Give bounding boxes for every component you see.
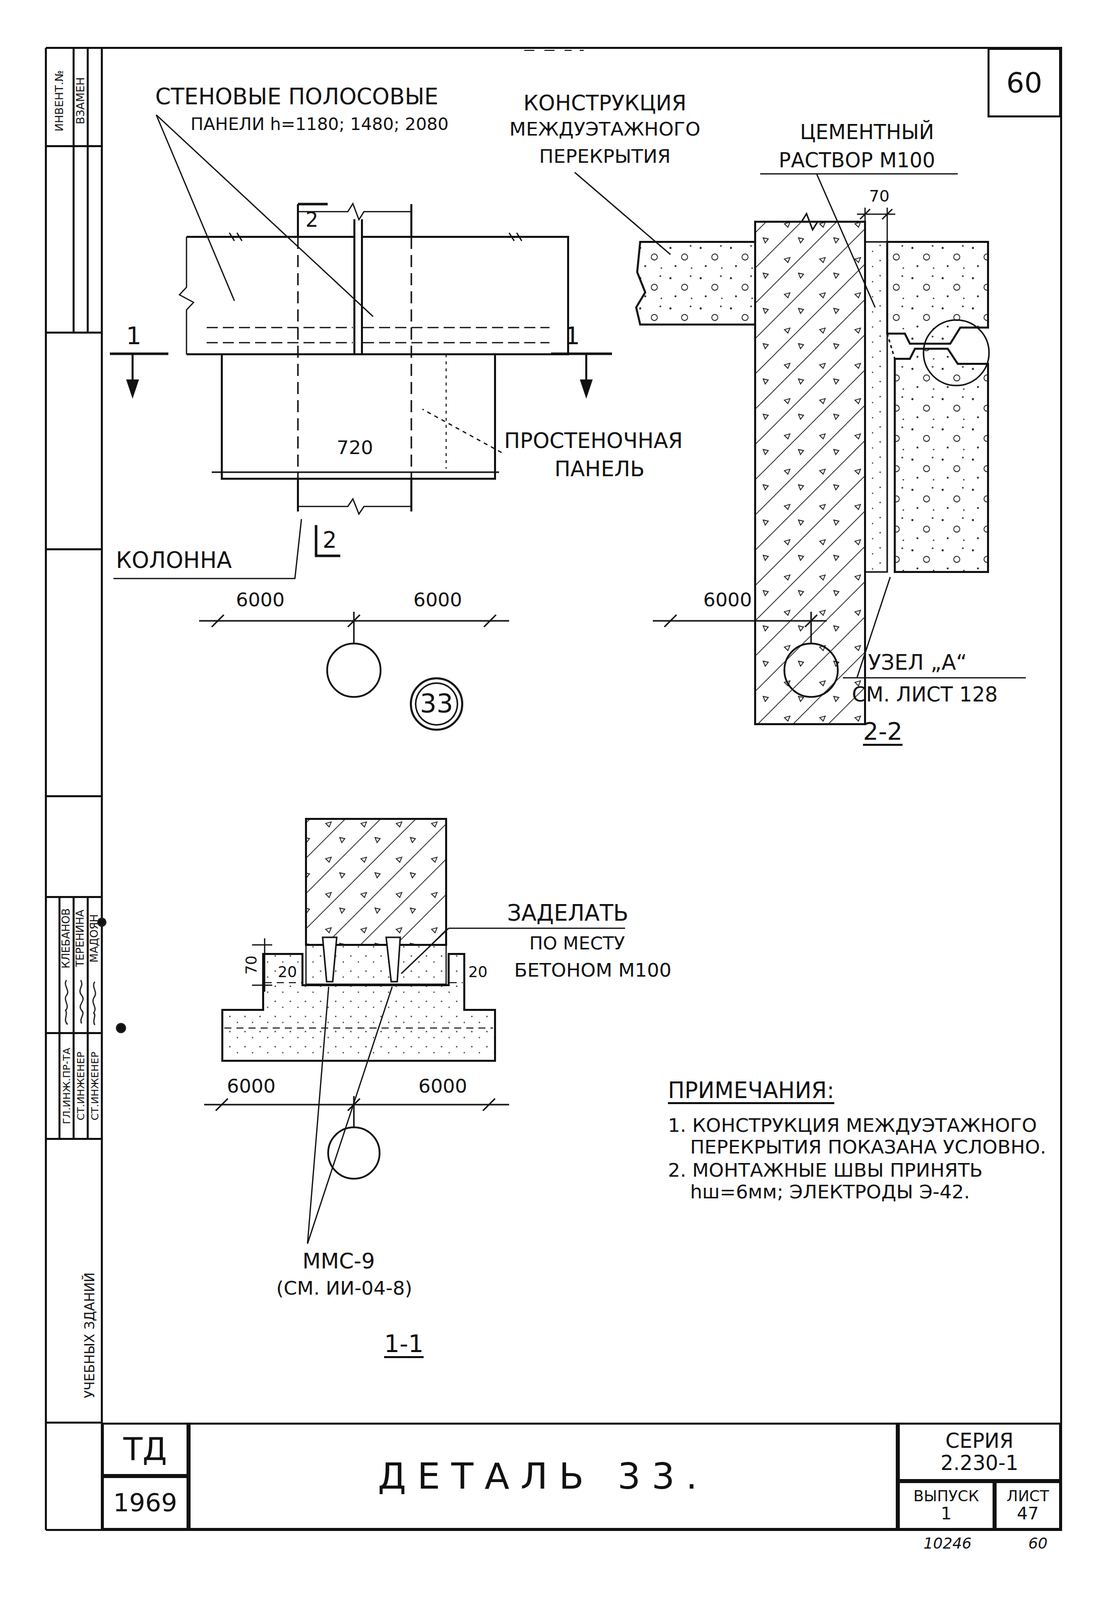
cell-text: ЛИСТ <box>1006 1488 1050 1505</box>
signer-title: СТ.ИНЖЕНЕР <box>75 1052 87 1121</box>
section-title: 1-1 <box>384 1330 424 1358</box>
part-reference: (СМ. ИИ-04-8) <box>276 1278 413 1300</box>
callout-label: СМ. ЛИСТ 128 <box>851 683 998 706</box>
dimension: 6000 <box>226 1076 276 1098</box>
signer-title: СТ.ИНЖЕНЕР <box>89 1052 101 1121</box>
detail-circle: 33 <box>409 677 464 731</box>
callout-label: КОЛОННА <box>115 548 232 573</box>
callout-label: УЗЕЛ „А“ <box>868 651 967 675</box>
section-mark: 1 <box>126 322 142 350</box>
note: 2. МОНТАЖНЫЕ ШВЫ ПРИНЯТЬ hш=6мм; ЭЛЕКТРО… <box>667 1159 1079 1203</box>
dimension: 6000 <box>413 589 463 611</box>
section-1-1 <box>204 819 626 1245</box>
organisation-name: УЧЕБНЫХ ЗДАНИЙ <box>82 1272 98 1399</box>
part-name: ММС-9 <box>302 1250 376 1274</box>
title-block-cell: СЕРИЯ2.230-1 <box>897 1423 1062 1482</box>
margin-label: ВЗАМЕН <box>74 77 87 125</box>
cell-text: 33 <box>419 689 454 719</box>
dimension: 6000 <box>235 589 285 611</box>
title-block-cell: ЛИСТ47 <box>994 1481 1062 1531</box>
callout-label: ПАНЕЛЬ <box>554 457 645 481</box>
callout-label: РАСТВОР М100 <box>778 149 936 172</box>
dimension: 20 <box>276 963 299 981</box>
signer-title: ГЛ.ИНЖ.ПР-ТА <box>60 1048 73 1125</box>
plan-view <box>109 114 612 698</box>
section-mark: 1 <box>564 322 581 350</box>
cell-text: 47 <box>1016 1504 1039 1524</box>
archive-number: 10246 <box>923 1535 972 1553</box>
signer-name: КЛЕБАНОВ <box>60 908 73 969</box>
notes-heading: ПРИМЕЧАНИЯ: <box>667 1078 835 1103</box>
title-block-cell: ВЫПУСК1 <box>897 1481 995 1531</box>
section-mark: 2 <box>322 528 337 553</box>
cell-text: 1 <box>940 1504 952 1524</box>
callout-label: ПАНЕЛИ h=1180; 1480; 2080 <box>190 114 449 134</box>
callout-label: МЕЖДУЭТАЖНОГО <box>509 118 701 141</box>
dimension: 70 <box>242 955 260 975</box>
callout-label: ПЕРЕКРЫТИЯ <box>539 146 671 168</box>
signer-name: ТЕРЕНИНА <box>74 909 87 968</box>
callout-label: СТЕНОВЫЕ ПОЛОСОВЫЕ <box>155 84 439 109</box>
title-block-cell: ТД <box>101 1423 189 1477</box>
page-number: 60 <box>1028 1535 1048 1553</box>
callout-label: БЕТОНОМ М100 <box>514 960 672 982</box>
callout-label: ПРОСТЕНОЧНАЯ <box>504 429 683 453</box>
cell-text: ТД <box>123 1432 167 1467</box>
callout-label: ЦЕМЕНТНЫЙ <box>799 120 935 144</box>
dimension: 6000 <box>418 1076 468 1098</box>
cell-text: СЕРИЯ <box>945 1430 1014 1453</box>
cell-text: 2.230-1 <box>940 1452 1019 1475</box>
title-block-cell: ДЕТАЛЬ 33. <box>188 1423 898 1531</box>
sheet-number-box: 60 <box>987 47 1062 118</box>
dimension: 20 <box>466 963 489 981</box>
callout-label: КОНСТРУКЦИЯ <box>523 91 687 115</box>
margin-label: ИНВЕНТ.№ <box>53 70 66 132</box>
dimension: 70 <box>869 187 890 206</box>
title-block-cell: 1969 <box>101 1476 189 1531</box>
signer-name: МАДОЯН <box>88 914 101 963</box>
section-title: 2-2 <box>863 718 903 746</box>
callout-label: ЗАДЕЛАТЬ <box>507 901 629 926</box>
cell-text: 1969 <box>112 1489 177 1518</box>
sheet-frame <box>45 47 1062 1531</box>
cell-text: 60 <box>1006 67 1042 99</box>
note: 1. КОНСТРУКЦИЯ МЕЖДУЭТАЖНОГО ПЕРЕКРЫТИЯ … <box>667 1115 1079 1158</box>
cell-text: ВЫПУСК <box>913 1488 979 1505</box>
cell-text: ДЕТАЛЬ 33. <box>378 1456 709 1497</box>
section-mark: 2 <box>305 208 319 231</box>
dimension: 720 <box>336 437 374 459</box>
dimension: 6000 <box>703 589 753 611</box>
callout-label: ПО МЕСТУ <box>529 933 626 954</box>
